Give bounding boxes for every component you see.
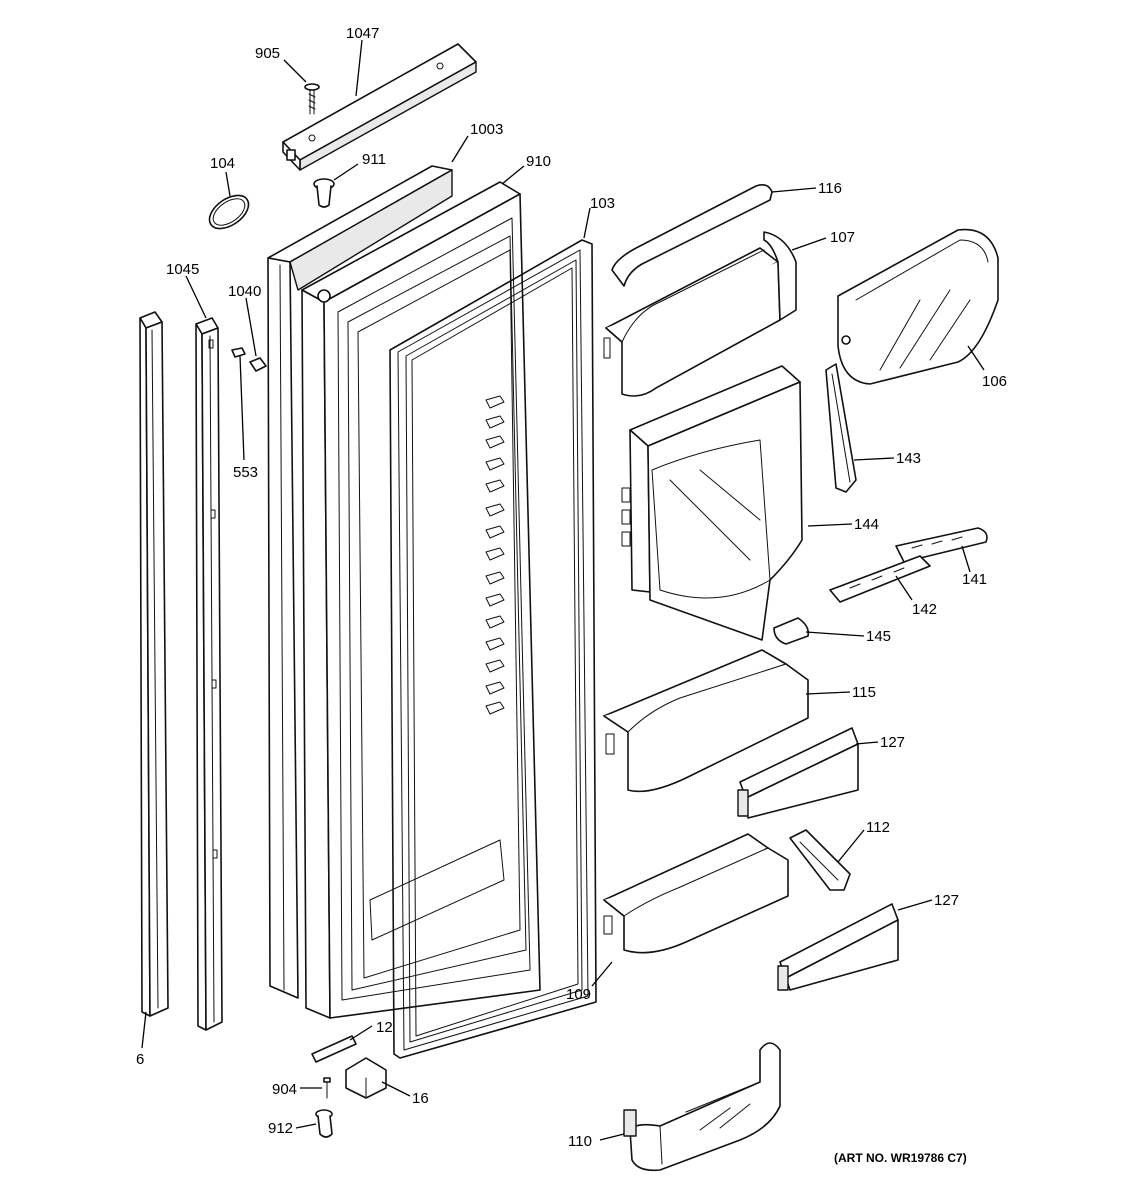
leader-lines [141, 39, 985, 1141]
part-6-door-edge-trim [139, 311, 169, 1017]
callout-142: 142 [912, 601, 937, 618]
callout-109: 109 [566, 986, 591, 1003]
part-16-hinge [345, 1057, 387, 1099]
callout-910: 910 [526, 153, 551, 170]
part-112-bracket [789, 829, 851, 891]
callout-127-lower: 127 [934, 892, 959, 909]
callout-1047: 1047 [346, 25, 379, 42]
callout-143: 143 [896, 450, 921, 467]
part-12-bracket [311, 1035, 357, 1063]
callout-106: 106 [982, 373, 1007, 390]
part-553-screw [231, 347, 246, 358]
part-145-cap [773, 617, 810, 645]
callout-110: 110 [568, 1133, 592, 1150]
part-104-ring [208, 194, 250, 230]
part-109-door-bin [603, 833, 789, 954]
part-106-dairy-cover [837, 228, 999, 385]
callout-107: 107 [830, 229, 855, 246]
part-142-insert [829, 555, 931, 603]
liner-shelf-notches [485, 395, 505, 715]
callout-1045: 1045 [166, 261, 199, 278]
callout-127-upper: 127 [880, 734, 905, 751]
part-144-dispenser-housing [621, 365, 803, 641]
part-127-bin-front-lower [777, 903, 899, 991]
callout-904: 904 [272, 1081, 297, 1098]
part-1040-door-stop [249, 357, 267, 372]
callout-16: 16 [412, 1090, 429, 1107]
callout-12: 12 [376, 1019, 393, 1036]
part-1047-top-hinge-bracket [282, 43, 477, 171]
part-911-bushing [313, 178, 335, 208]
callout-115: 115 [852, 684, 876, 701]
callout-103: 103 [590, 195, 615, 212]
callout-141: 141 [962, 571, 987, 588]
callout-1040: 1040 [228, 283, 261, 300]
callout-104: 104 [210, 155, 235, 172]
part-905-screw [304, 83, 320, 115]
part-1045-door-edge-trim [195, 317, 223, 1031]
callout-112: 112 [866, 819, 890, 836]
callout-145: 145 [866, 628, 891, 645]
part-904-screw [323, 1077, 331, 1099]
callout-144: 144 [854, 516, 879, 533]
callout-553: 553 [233, 464, 258, 481]
part-115-door-bin [603, 649, 809, 793]
part-116-bin-trim [611, 184, 773, 287]
part-107-door-bin [603, 231, 797, 397]
part-110-door-bin [623, 1042, 781, 1172]
part-103-gasket [389, 239, 597, 1059]
callout-6: 6 [136, 1051, 144, 1068]
part-912-bushing [315, 1109, 333, 1138]
part-127-bin-front-upper [737, 727, 859, 819]
part-143-guard [825, 363, 857, 493]
part-141-insert [895, 527, 988, 563]
callout-912: 912 [268, 1120, 293, 1137]
callout-905: 905 [255, 45, 280, 62]
callout-116: 116 [818, 180, 842, 197]
callout-1003: 1003 [470, 121, 503, 138]
part-1003-door-outer-panel [267, 165, 453, 999]
callout-labels: 905 1047 1003 104 911 910 103 116 107 10… [136, 25, 1007, 1165]
callout-911: 911 [362, 151, 386, 168]
art-number: (ART NO. WR19786 C7) [834, 1151, 967, 1165]
